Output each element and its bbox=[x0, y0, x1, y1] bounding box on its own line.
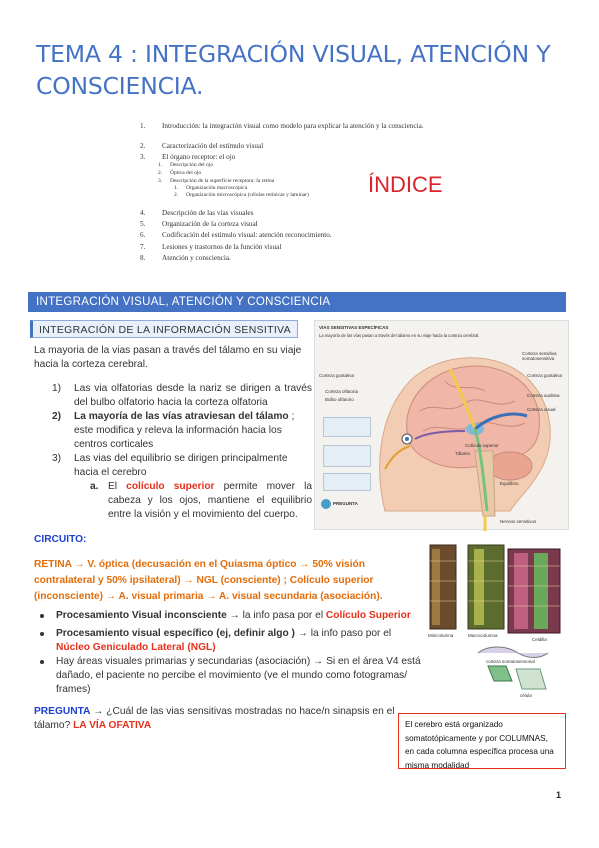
brain-illustration bbox=[379, 357, 551, 531]
circuit-label: CIRCUITO: bbox=[34, 534, 87, 545]
circuit-text: RETINA → V. óptica (decusación en el Qui… bbox=[34, 559, 383, 602]
cortical-columns-figure: Minicolumna Macrocolumna Celdilla cortez… bbox=[428, 541, 570, 707]
intro-paragraph: La mayoria de la vias pasan a través del… bbox=[34, 345, 302, 370]
figure-callout bbox=[323, 445, 371, 467]
sublist-item: a. El colículo superior permite mover la… bbox=[90, 481, 312, 520]
list-item: 3) Las vias del equilibrio se dirigen pr… bbox=[52, 453, 288, 478]
label-equilibrium: Equilibrio bbox=[500, 481, 519, 486]
sensory-pathways-figure: VÍAS SENSITIVAS ESPECÍFICAS La mayoría d… bbox=[314, 320, 569, 531]
page-title: TEMA 4 : INTEGRACIÓN VISUAL, ATENCIÓN Y … bbox=[36, 40, 551, 100]
label-thalamus: Tálamo bbox=[455, 451, 471, 456]
figure-question-label: PREGUNTA bbox=[333, 501, 358, 506]
section-subheading: INTEGRACIÓN DE LA INFORMACIÓN SENSITIVA bbox=[30, 320, 298, 338]
bullet-item: Hay áreas visuales primarias y secundari… bbox=[40, 655, 426, 697]
label-macrocolumn: Macrocolumna bbox=[468, 633, 498, 638]
cortical-columns-illustration bbox=[429, 544, 561, 690]
figure-heading: VÍAS SENSITIVAS ESPECÍFICAS bbox=[319, 325, 389, 330]
list-item: 1) Las via olfatorias desde la nariz se … bbox=[52, 383, 312, 408]
label-olfactory-bulb: Bulbo olfatorio bbox=[325, 397, 354, 402]
label-gustatory-left: Corteza gustativa bbox=[319, 373, 355, 378]
page-number: 1 bbox=[556, 790, 562, 800]
section-banner: INTEGRACIÓN VISUAL, ATENCIÓN Y CONSCIENC… bbox=[28, 292, 566, 312]
label-olfactory-cortex: Corteza olfatoria bbox=[325, 389, 359, 394]
question-icon bbox=[321, 499, 331, 509]
label-gustatory: Corteza gustativa bbox=[527, 373, 563, 378]
bullet-item: Procesamiento visual específico (ej, def… bbox=[40, 627, 426, 655]
note-box: El cerebro está organizado somatotópicam… bbox=[398, 713, 566, 770]
label-cell: célula bbox=[520, 693, 532, 698]
figure-caption: La mayoría de las vías pasan a través de… bbox=[319, 333, 480, 338]
label-celdilla: Celdilla bbox=[532, 637, 547, 642]
label-sensory-nerves: Nervios sensitivos bbox=[500, 519, 537, 524]
question: PREGUNTA → ¿Cuál de las vias sensitivas … bbox=[34, 706, 395, 731]
label-auditory: Corteza auditiva bbox=[527, 393, 560, 398]
figure-callout bbox=[323, 417, 371, 437]
label-somatosensory-cortex: corteza somatosensorial bbox=[486, 659, 535, 664]
bullet-item: Procesamiento Visual inconsciente → la i… bbox=[40, 609, 426, 623]
list-item: 2) La mayoría de las vías atraviesan del… bbox=[52, 411, 295, 450]
table-of-contents: 1.Introducción: la integración visual co… bbox=[140, 122, 424, 262]
index-label: ÍNDICE bbox=[368, 172, 443, 197]
label-visual: Corteza visual bbox=[527, 407, 556, 412]
label-superior-colliculus: Colículo superior bbox=[465, 443, 499, 448]
label-minicolumn: Minicolumna bbox=[428, 633, 454, 638]
figure-callout bbox=[323, 473, 371, 491]
label-somatosensory: Corteza sensitiva somatosensitiva bbox=[522, 351, 557, 361]
